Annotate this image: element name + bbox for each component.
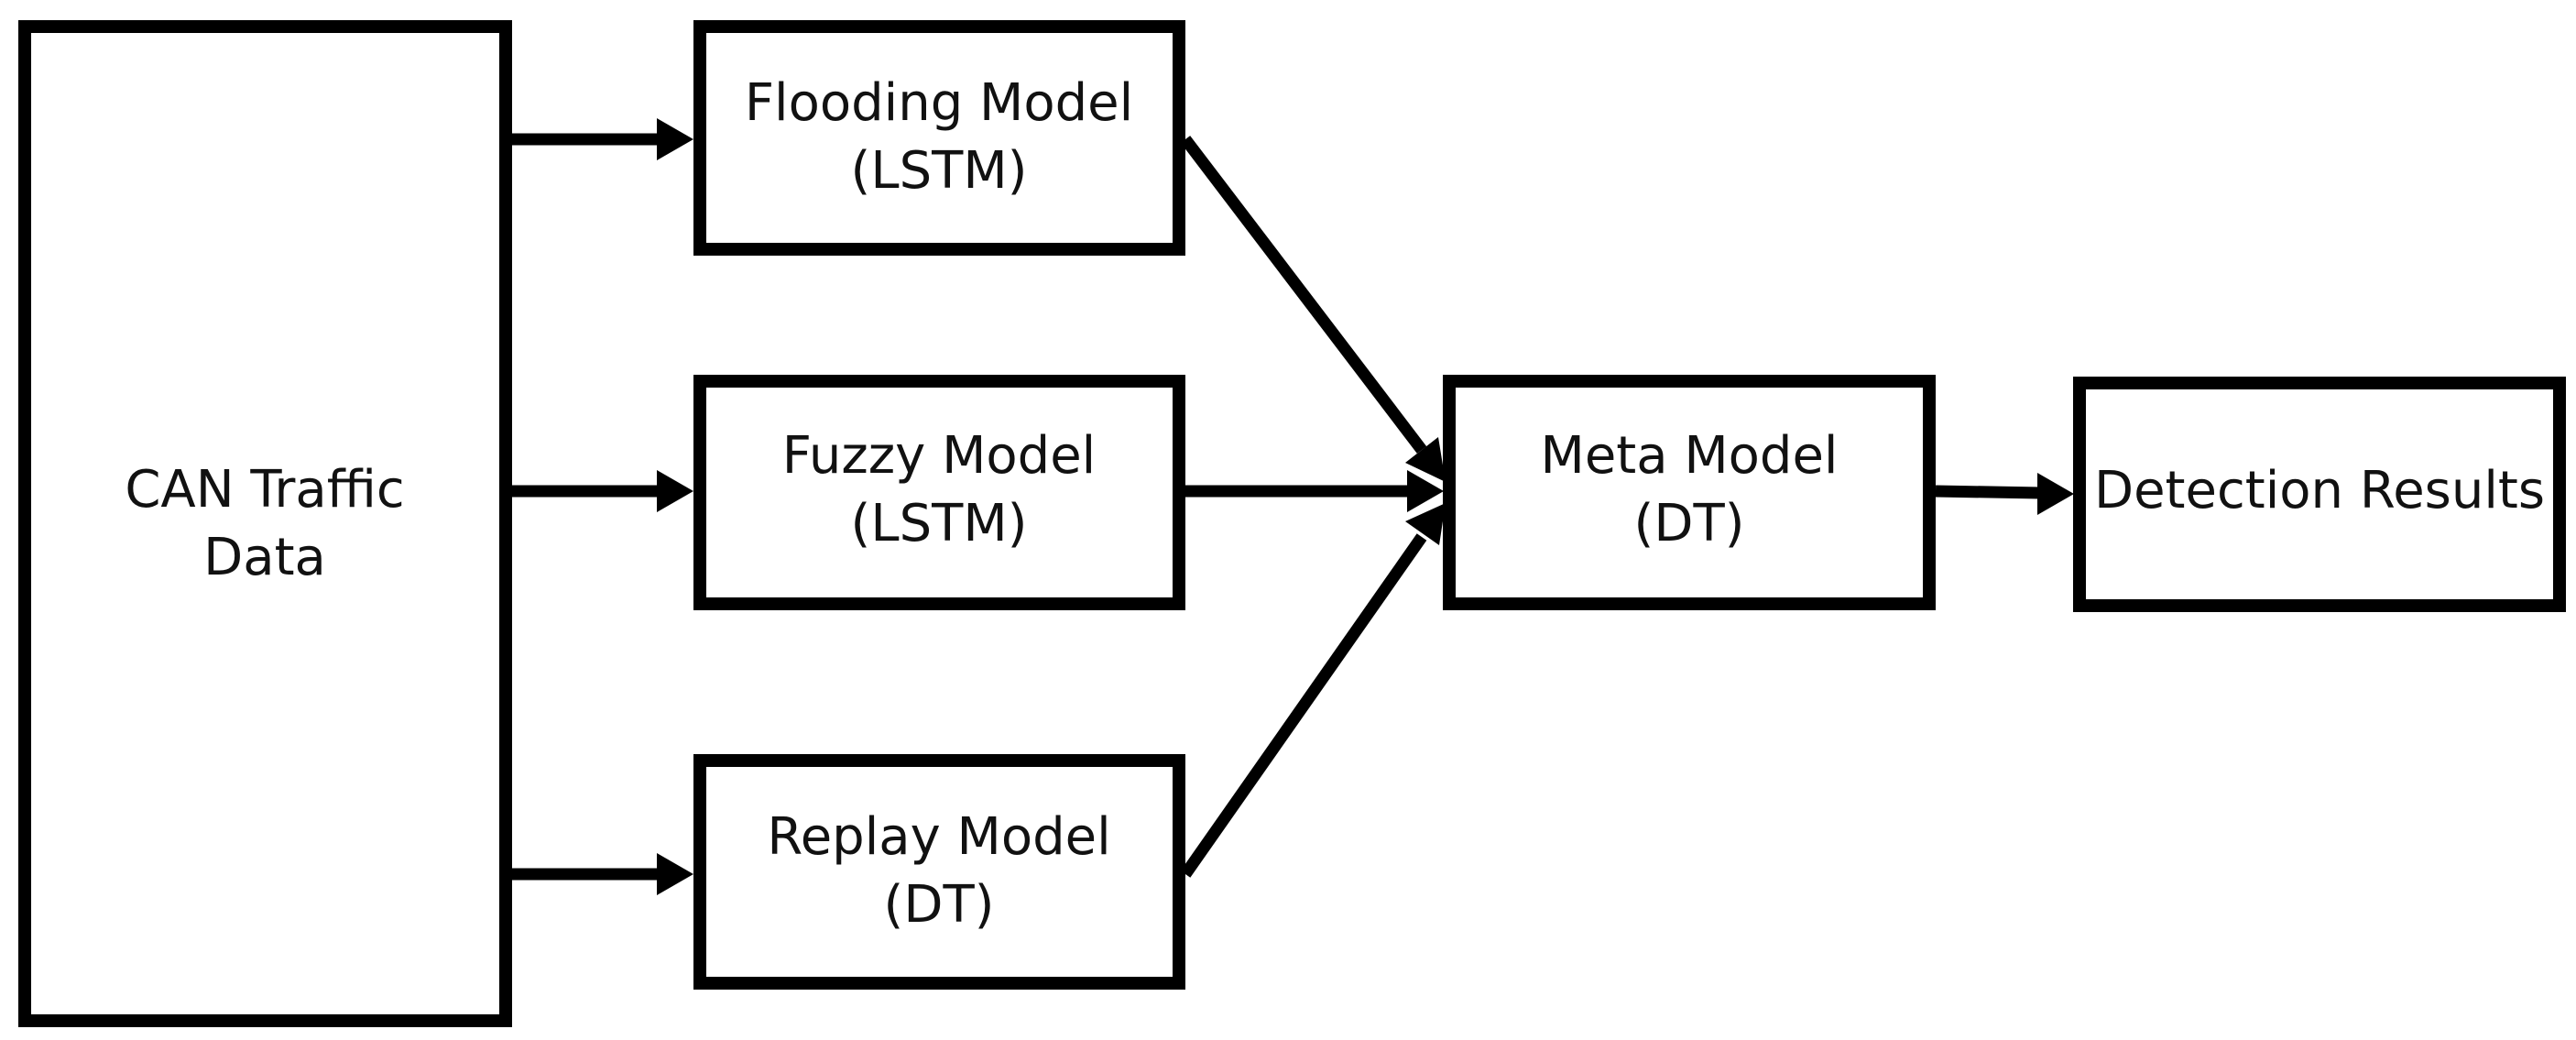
flooding-model-label-line1: Flooding Model [745,73,1133,133]
replay-model-label-line2: (DT) [883,875,994,935]
arrow-can-to-replay [512,853,693,895]
fuzzy-model-label-line2: (LSTM) [851,494,1028,553]
can-traffic-data-node: CAN Traffic Data [18,20,512,1027]
meta-model-label-line2: (DT) [1633,494,1744,553]
detection-results-node: Detection Results [2073,377,2566,612]
can-traffic-label-line1: CAN Traffic [125,460,404,520]
fuzzy-model-node: Fuzzy Model (LSTM) [693,375,1185,610]
flooding-model-label-line2: (LSTM) [851,141,1028,201]
arrow-meta-to-results [1935,473,2074,515]
arrow-fuzzy-to-meta [1185,470,1444,512]
arrow-flooding-to-meta [1180,136,1446,482]
arrow-can-to-fuzzy [512,470,693,512]
fuzzy-model-label-line1: Fuzzy Model [782,426,1097,486]
flooding-model-node: Flooding Model (LSTM) [693,20,1185,256]
replay-model-label-line1: Replay Model [767,807,1110,867]
detection-results-label: Detection Results [2094,461,2545,520]
meta-model-label-line1: Meta Model [1541,426,1839,486]
meta-model-node: Meta Model (DT) [1443,375,1936,610]
arrow-replay-to-meta [1180,503,1446,878]
arrow-can-to-flooding [512,118,693,160]
can-traffic-label-line2: Data [203,528,326,587]
replay-model-node: Replay Model (DT) [693,754,1185,990]
